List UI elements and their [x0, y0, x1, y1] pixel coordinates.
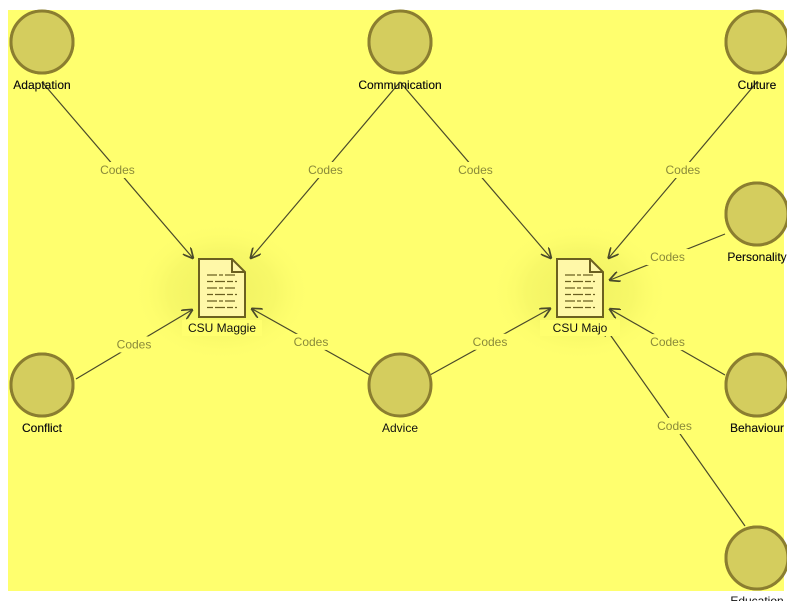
code-node-conflict-label-overlay: Conflict: [22, 421, 63, 435]
code-node-label: Communication: [358, 78, 441, 92]
edge-label-codes: Codes: [117, 337, 152, 351]
code-node-culture-label-overlay: Culture: [738, 78, 777, 92]
document-node-csu-maggie[interactable]: CSU Maggie: [182, 258, 262, 336]
edge-label-codes: Codes: [657, 419, 692, 433]
top-margin: [0, 0, 787, 10]
document-label-bg: [540, 320, 620, 336]
code-node-education-overlay: [724, 525, 787, 591]
edge-label-bg: [646, 249, 689, 265]
code-node-conflict-overlay: [9, 352, 75, 418]
document-icon: [198, 258, 246, 318]
edge-label-codes: Codes: [100, 163, 135, 177]
code-node-label: Culture: [738, 78, 777, 92]
edge-label-codes: Codes: [458, 163, 493, 177]
code-node-advice[interactable]: Advice: [367, 352, 433, 435]
edge-label-bg: [653, 418, 696, 434]
code-node-education-label-overlay: Education: [730, 594, 783, 601]
edge-label-codes: Codes: [294, 335, 329, 349]
edge-label-bg: [661, 162, 704, 178]
edge-label-bg: [113, 336, 155, 353]
edge-label-bg: [96, 162, 139, 178]
edge-label-bg: [290, 333, 332, 350]
code-node-personality-label-overlay: Personality: [727, 250, 786, 264]
edge-label-codes: Codes: [665, 163, 700, 177]
code-node-communication-overlay: [367, 9, 433, 75]
code-node-behaviour-label-overlay: Behaviour: [730, 421, 784, 435]
edge-label-codes: Codes: [650, 250, 685, 264]
code-node-adaptation-label-overlay: Adaptation: [13, 78, 70, 92]
document-label: CSU Maggie: [188, 321, 256, 335]
edge-label-bg: [646, 334, 689, 351]
edge-label-bg: [454, 162, 497, 178]
code-node-behaviour-overlay: [724, 352, 787, 418]
code-node-circle-icon: [367, 352, 433, 418]
bottom-margin: [0, 591, 787, 601]
document-label: CSU Majo: [553, 321, 608, 335]
code-node-label: Personality: [727, 250, 786, 264]
code-node-communication-label-overlay: Communication: [358, 78, 441, 92]
edge-label-codes: Codes: [650, 335, 685, 349]
edge-label-codes: Codes: [473, 335, 508, 349]
left-margin: [0, 0, 8, 601]
edge-label-bg: [304, 162, 347, 178]
code-node-label: Advice: [382, 421, 418, 435]
document-label-bg: [182, 320, 262, 336]
code-node-adaptation-overlay: [9, 9, 75, 75]
code-node-label: Conflict: [22, 421, 63, 435]
code-node-label: Adaptation: [13, 78, 70, 92]
code-node-label: Behaviour: [730, 421, 784, 435]
code-node-personality-overlay: [724, 181, 787, 247]
code-node-culture-overlay: [724, 9, 787, 75]
document-node-csu-majo[interactable]: CSU Majo: [540, 258, 620, 336]
edge-label-codes: Codes: [308, 163, 343, 177]
right-margin: [784, 0, 787, 601]
document-icon: [556, 258, 604, 318]
edge-label-bg: [469, 333, 511, 350]
